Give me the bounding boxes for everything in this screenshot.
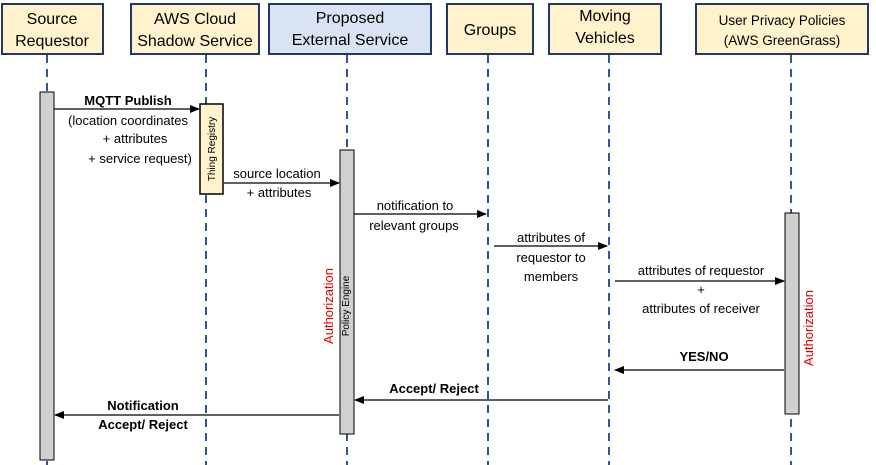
message-source-location: source location + attributes [224, 166, 340, 200]
message-yes-no: YES/NO [614, 349, 784, 374]
message-attributes-members: attributes of requestor to members [494, 230, 608, 284]
message-attributes-requestor: attributes of requestor + attributes of … [615, 263, 785, 316]
attributes-members-line1: attributes of [517, 230, 585, 245]
actor-source-requestor: Source Requestor [1, 3, 104, 55]
activation-proposed-service [339, 149, 355, 435]
message-notification: Notification Accept/ Reject [54, 398, 339, 432]
thing-registry-label: Thing Registry [207, 117, 218, 181]
policy-engine-label: Policy Engine [341, 275, 352, 336]
actor-moving-vehicles-line1: Moving [579, 8, 631, 25]
attributes-requestor-line3: attributes of receiver [642, 301, 760, 316]
source-location-line1: source location [233, 166, 320, 181]
actor-proposed-service-line1: Proposed [316, 10, 385, 27]
attributes-requestor-line2: + [697, 282, 705, 297]
accept-reject-label: Accept/ Reject [389, 381, 479, 396]
message-accept-reject: Accept/ Reject [354, 381, 608, 404]
actor-privacy-policies-line1: User Privacy Policies [719, 13, 846, 28]
mqtt-line3: + attributes [103, 131, 168, 146]
yes-no-label: YES/NO [679, 349, 728, 364]
actor-proposed-service-line2: External Service [292, 32, 409, 49]
attributes-members-line3: members [524, 269, 579, 284]
actor-source-requestor-line1: Source [27, 11, 78, 28]
attributes-members-line2: requestor to [516, 250, 585, 265]
notification-groups-line2: relevant groups [369, 218, 459, 233]
authorization-proposed-label: Authorization [321, 268, 336, 344]
mqtt-line4: + service request) [88, 151, 192, 166]
actor-shadow-service-line2: Shadow Service [137, 33, 253, 50]
authorization-privacy-label: Authorization [801, 290, 816, 366]
notification-groups-line1: notification to [377, 198, 454, 213]
mqtt-line2: (location coordinates [68, 113, 188, 128]
source-location-line2: + attributes [247, 185, 312, 200]
actor-privacy-policies-line2: (AWS GreenGrass) [724, 33, 841, 48]
message-mqtt-publish: MQTT Publish (location coordinates + att… [54, 93, 200, 166]
actor-shadow-service: AWS Cloud Shadow Service [130, 3, 260, 55]
actor-privacy-policies: User Privacy Policies (AWS GreenGrass) [695, 3, 869, 55]
actor-groups: Groups [446, 3, 534, 55]
attributes-requestor-line1: attributes of requestor [638, 263, 765, 278]
actor-proposed-service: Proposed External Service [268, 3, 432, 55]
activation-source-requestor [39, 91, 55, 461]
thing-registry-box [199, 103, 224, 195]
actor-source-requestor-line2: Requestor [15, 33, 89, 50]
activation-privacy-policies [784, 212, 800, 415]
notification-label-line1: Notification [107, 398, 179, 413]
actor-moving-vehicles-line2: Vehicles [575, 30, 635, 47]
mqtt-title: MQTT Publish [84, 93, 171, 108]
actor-groups-line1: Groups [464, 22, 516, 39]
notification-label-line2: Accept/ Reject [98, 417, 188, 432]
actor-shadow-service-line1: AWS Cloud [154, 11, 236, 28]
actor-moving-vehicles: Moving Vehicles [548, 3, 662, 55]
message-notification-groups: notification to relevant groups [354, 198, 487, 233]
